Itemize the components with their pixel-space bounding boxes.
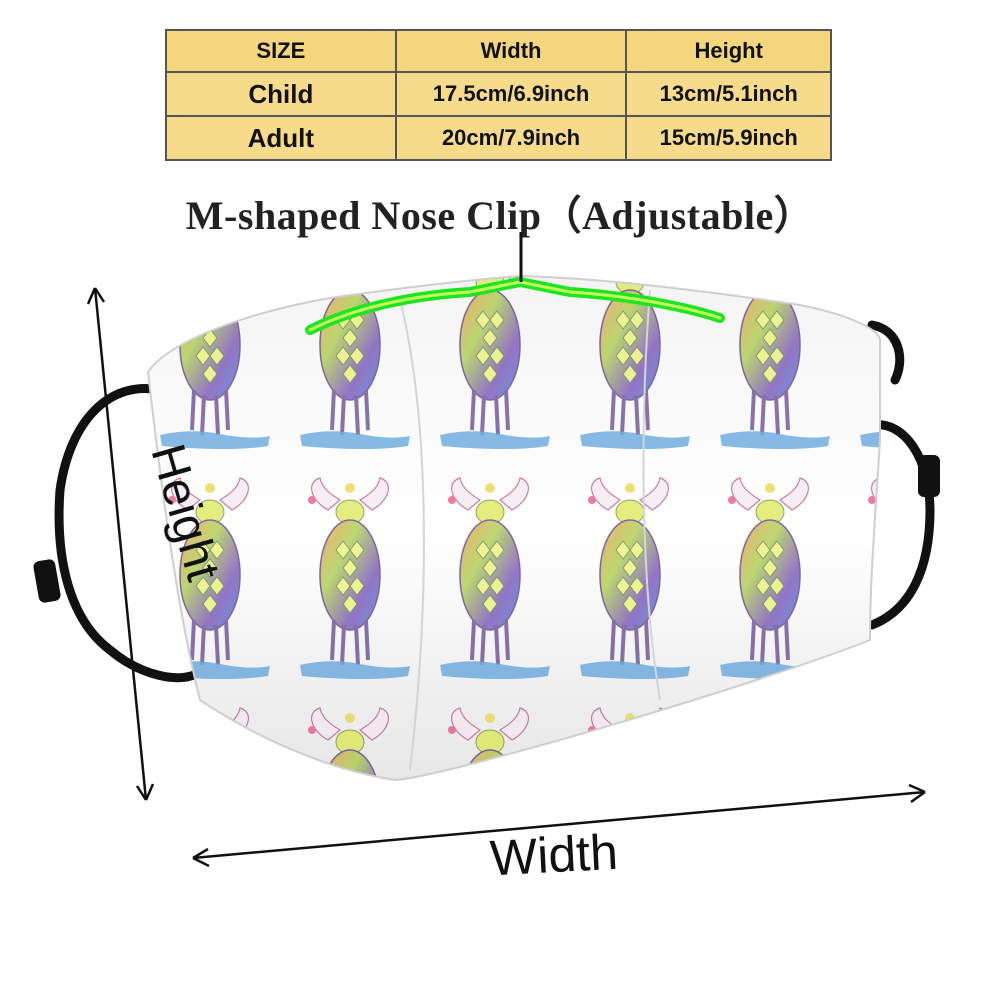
table-row: Adult 20cm/7.9inch 15cm/5.9inch bbox=[165, 115, 832, 161]
height-arrow bbox=[86, 287, 155, 801]
right-ear-loop bbox=[867, 320, 935, 630]
table-row: Child 17.5cm/6.9inch 13cm/5.1inch bbox=[165, 71, 832, 117]
child-width-cell: 17.5cm/6.9inch bbox=[394, 71, 628, 117]
row-label-child: Child bbox=[165, 71, 397, 117]
column-header-size: SIZE bbox=[165, 29, 397, 73]
adult-width-cell: 20cm/7.9inch bbox=[394, 115, 628, 161]
table-header-row: SIZE Width Height bbox=[165, 29, 832, 73]
right-ear-loop-adjuster bbox=[918, 455, 940, 497]
column-header-width: Width bbox=[394, 29, 628, 73]
adult-height-cell: 15cm/5.9inch bbox=[625, 115, 832, 161]
row-label-adult: Adult bbox=[165, 115, 397, 161]
width-label: Width bbox=[488, 823, 620, 887]
nose-clip-label: M-shaped Nose Clip（Adjustable） bbox=[185, 193, 815, 238]
child-height-cell: 13cm/5.1inch bbox=[625, 71, 832, 117]
left-ear-loop-adjuster bbox=[33, 559, 61, 603]
width-arrow bbox=[192, 783, 926, 868]
mask-outline bbox=[146, 274, 881, 782]
left-ear-loop bbox=[54, 384, 205, 683]
column-header-height: Height bbox=[625, 29, 832, 73]
size-table: SIZE Width Height Child 17.5cm/6.9inch 1… bbox=[165, 29, 832, 161]
